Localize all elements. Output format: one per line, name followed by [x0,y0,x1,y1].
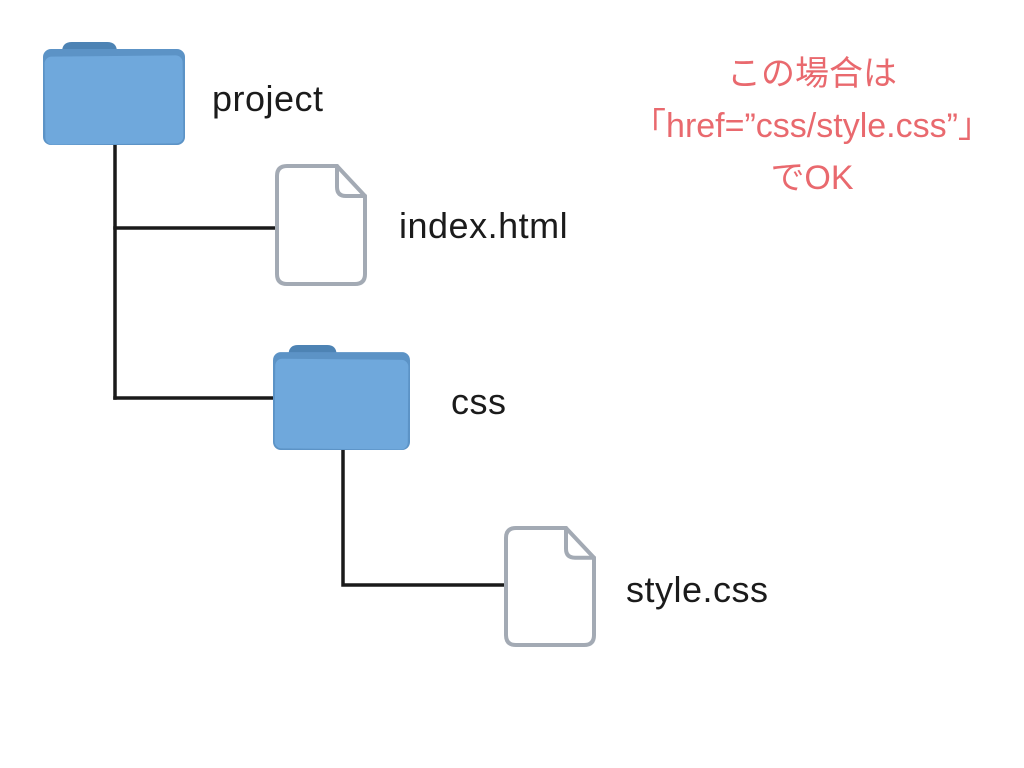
folder-label-css: css [451,381,507,422]
annotation-line-3: でOK [770,159,854,197]
folder-label-project: project [212,78,324,119]
file-label-style-css: style.css [626,569,769,610]
annotation-line-1: この場合は [727,55,897,93]
branch-line-style-css [341,445,507,587]
annotation-line-2: 「href=”css/style.css”」 [632,107,992,145]
file-icon [504,525,596,648]
folder-icon [43,42,185,145]
annotation-note: この場合は 「href=”css/style.css”」 でOK [590,48,1024,204]
folder-icon [273,345,410,450]
file-label-index-html: index.html [399,205,569,246]
file-icon [275,164,367,286]
